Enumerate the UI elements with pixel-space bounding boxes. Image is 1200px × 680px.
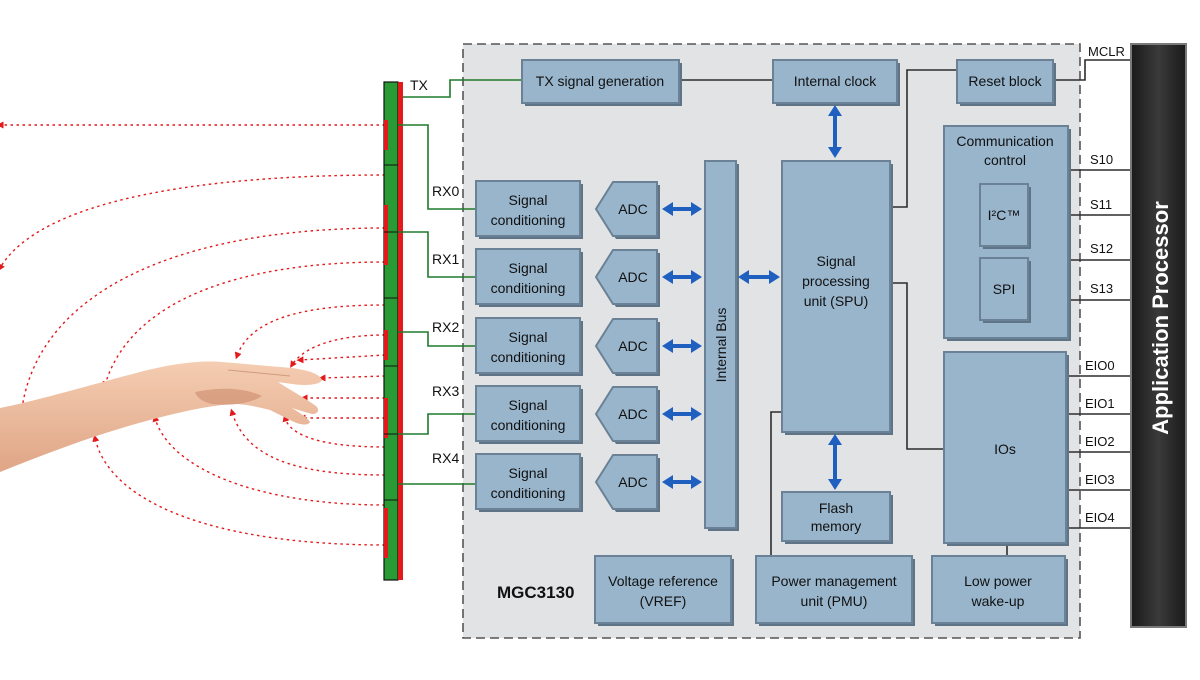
tx-label: TX bbox=[410, 77, 429, 93]
pin-mclr: MCLR bbox=[1088, 44, 1125, 59]
voltage-reference-block: Voltage reference (VREF) bbox=[594, 555, 734, 626]
clock-spu-arrow bbox=[828, 105, 842, 158]
bus-arrows bbox=[662, 105, 842, 490]
rx3-label: RX3 bbox=[432, 383, 459, 399]
adc-label: ADC bbox=[618, 474, 648, 490]
tx-signal-generation-block: TX signal generation bbox=[521, 59, 682, 106]
flash-label-2: memory bbox=[811, 518, 862, 534]
signal-conditioning-label-2: conditioning bbox=[491, 349, 566, 365]
signal-conditioning-label-1: Signal bbox=[509, 329, 548, 345]
pin-eio0: EIO0 bbox=[1085, 358, 1115, 373]
adc-bus-arrow-4 bbox=[662, 475, 702, 489]
ios-label: IOs bbox=[994, 441, 1016, 457]
i2c-label: I²C™ bbox=[988, 207, 1021, 223]
low-power-wakeup-block: Low power wake-up bbox=[931, 555, 1068, 626]
signal-conditioning-label-2: conditioning bbox=[491, 417, 566, 433]
internal-clock-label: Internal clock bbox=[794, 73, 877, 89]
hand-illustration bbox=[0, 361, 322, 472]
spu-block: Signal processing unit (SPU) bbox=[781, 160, 893, 435]
adc-block bbox=[594, 454, 658, 510]
signal-conditioning-label-1: Signal bbox=[509, 465, 548, 481]
signal-wires bbox=[398, 69, 1008, 556]
reset-block: Reset block bbox=[956, 59, 1056, 106]
adc-block bbox=[594, 181, 658, 237]
adc-label: ADC bbox=[618, 201, 648, 217]
communication-control-block: Communication control I²C™ SPI bbox=[943, 125, 1071, 341]
signal-conditioning-label-1: Signal bbox=[509, 397, 548, 413]
signal-conditioning-label-2: conditioning bbox=[491, 212, 566, 228]
adc-bus-arrow-2 bbox=[662, 339, 702, 353]
tx-signal-generation-label: TX signal generation bbox=[536, 73, 664, 89]
adc-label: ADC bbox=[618, 269, 648, 285]
spu-label-1: Signal bbox=[817, 253, 856, 269]
internal-bus-label: Internal Bus bbox=[713, 308, 729, 383]
pin-eio4: EIO4 bbox=[1085, 510, 1115, 525]
electric-field-lines bbox=[0, 121, 386, 546]
adc-block bbox=[594, 386, 658, 442]
lowpower-label-2: wake-up bbox=[971, 593, 1025, 609]
rx1-label: RX1 bbox=[432, 251, 459, 267]
adc-bus-arrow-3 bbox=[662, 407, 702, 421]
spu-label-2: processing bbox=[802, 273, 870, 289]
pin-wires bbox=[1053, 59, 1132, 529]
rx-channel-2: Signal conditioning ADC bbox=[475, 317, 660, 376]
signal-conditioning-block bbox=[475, 180, 581, 237]
adc-label: ADC bbox=[618, 406, 648, 422]
rx-channel-1: Signal conditioning ADC bbox=[475, 248, 660, 307]
lowpower-label-1: Low power bbox=[964, 573, 1032, 589]
pin-eio2: EIO2 bbox=[1085, 434, 1115, 449]
adc-block bbox=[594, 249, 658, 305]
bus-spu-arrow bbox=[738, 270, 780, 284]
application-processor: Application Processor bbox=[1130, 43, 1187, 628]
spi-block bbox=[979, 257, 1029, 321]
rx-channel-3: Signal conditioning ADC bbox=[475, 385, 660, 444]
vref-label-2: (VREF) bbox=[640, 593, 687, 609]
rx2-label: RX2 bbox=[432, 319, 459, 335]
communication-control-label-1: Communication bbox=[956, 133, 1053, 149]
signal-conditioning-label-1: Signal bbox=[509, 260, 548, 276]
spu-label-3: unit (SPU) bbox=[804, 293, 869, 309]
chip-name: MGC3130 bbox=[497, 583, 574, 602]
pin-s13: S13 bbox=[1090, 281, 1113, 296]
rx0-label: RX0 bbox=[432, 183, 459, 199]
spi-label: SPI bbox=[993, 281, 1016, 297]
pin-s12: S12 bbox=[1090, 241, 1113, 256]
signal-conditioning-block bbox=[475, 317, 581, 374]
adc-block bbox=[594, 318, 658, 374]
signal-conditioning-block bbox=[475, 248, 581, 305]
vref-label-1: Voltage reference bbox=[608, 573, 718, 589]
pin-eio1: EIO1 bbox=[1085, 396, 1115, 411]
signal-conditioning-label-2: conditioning bbox=[491, 485, 566, 501]
pmu-label-1: Power management bbox=[771, 573, 896, 589]
adc-bus-arrow-1 bbox=[662, 270, 702, 284]
ios-block: IOs bbox=[943, 351, 1069, 546]
communication-control-label-2: control bbox=[984, 152, 1026, 168]
reset-block-label: Reset block bbox=[968, 73, 1042, 89]
signal-conditioning-label-1: Signal bbox=[509, 192, 548, 208]
power-management-block: Power management unit (PMU) bbox=[755, 555, 915, 626]
rx-channel-0: Signal conditioning ADC bbox=[475, 180, 660, 239]
pin-s10: S10 bbox=[1090, 152, 1113, 167]
adc-label: ADC bbox=[618, 338, 648, 354]
internal-bus-block: Internal Bus bbox=[704, 160, 739, 531]
internal-clock-block: Internal clock bbox=[772, 59, 900, 106]
rx4-label: RX4 bbox=[432, 450, 459, 466]
flash-memory-block: Flash memory bbox=[781, 491, 893, 544]
electrode-pcb bbox=[383, 81, 403, 581]
pmu-label-2: unit (PMU) bbox=[801, 593, 868, 609]
pin-s11: S11 bbox=[1090, 197, 1112, 212]
adc-bus-arrow-0 bbox=[662, 202, 702, 216]
flash-label-1: Flash bbox=[819, 500, 853, 516]
signal-conditioning-label-2: conditioning bbox=[491, 280, 566, 296]
i2c-block bbox=[979, 183, 1029, 247]
application-processor-label: Application Processor bbox=[1148, 201, 1173, 435]
signal-conditioning-block bbox=[475, 453, 581, 510]
rx-channel-4: Signal conditioning ADC bbox=[475, 453, 660, 512]
signal-conditioning-block bbox=[475, 385, 581, 442]
spu-flash-arrow bbox=[828, 434, 842, 490]
pin-eio3: EIO3 bbox=[1085, 472, 1115, 487]
